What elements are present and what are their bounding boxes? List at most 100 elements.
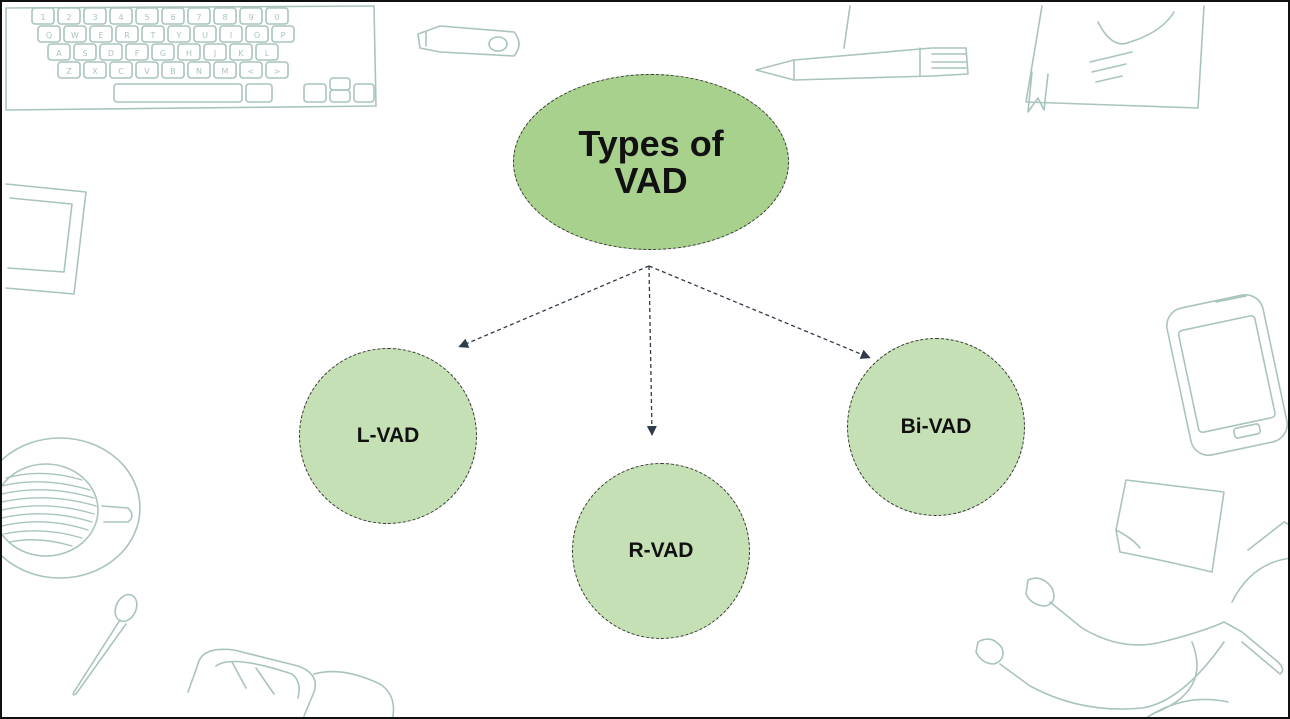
keyboard-key [47, 43, 71, 61]
notebook-icon [843, 5, 1205, 113]
keyboard-key-label: K [238, 49, 244, 58]
node-l-vad-label: L-VAD [356, 424, 420, 447]
keyboard-key [83, 7, 107, 25]
keyboard-key [213, 7, 237, 25]
keyboard-key [161, 61, 185, 79]
keyboard-key-label: B [170, 67, 176, 76]
node-r-vad-label: R-VAD [628, 539, 694, 562]
keyboard-key [135, 7, 159, 25]
phone-icon [1166, 294, 1288, 456]
keyboard-key [125, 43, 149, 61]
keyboard-key-label: D [108, 49, 114, 58]
keyboard-key-label: N [196, 67, 202, 76]
connector-to-bi-vad [648, 265, 871, 359]
keyboard-key-label: 1 [40, 13, 45, 22]
keyboard-key [271, 25, 295, 43]
spoon-icon [72, 593, 138, 696]
keyboard-key [177, 43, 201, 61]
keyboard-key [57, 61, 81, 79]
keyboard-key-label: 4 [118, 13, 123, 22]
keyboard-key [83, 61, 107, 79]
keyboard-key-label: T [150, 31, 156, 40]
keyboard-key-label: P [281, 31, 286, 40]
keyboard-key-label: 6 [170, 13, 175, 22]
keyboard-key-label: L [265, 49, 270, 58]
keyboard-key [141, 25, 165, 43]
keyboard-key [239, 61, 263, 79]
keyboard-key-label: Y [176, 31, 182, 40]
keyboard-key [255, 43, 279, 61]
keyboard-key-label: I [230, 31, 232, 40]
keyboard-key [265, 61, 289, 79]
keyboard-key [219, 25, 243, 43]
earphones-icon [975, 521, 1288, 717]
keyboard-key-label: Z [66, 67, 72, 76]
keyboard-key-label: 2 [66, 13, 71, 22]
sticky-note-icon [1115, 479, 1225, 573]
keyboard-key-label: U [202, 31, 208, 40]
node-bi-vad: Bi-VAD [847, 338, 1025, 516]
keyboard-key-label: S [82, 49, 87, 58]
keyboard-key-label: C [118, 67, 124, 76]
keyboard-key-label: 3 [92, 13, 97, 22]
keyboard-key-label: < [248, 67, 255, 76]
keyboard-key-label: E [98, 31, 103, 40]
keyboard-key [265, 7, 289, 25]
keyboard-key-label: 5 [144, 13, 149, 22]
keyboard-key [109, 61, 133, 79]
root-node-types-of-vad: Types of VAD [513, 74, 789, 250]
keyboard-key [187, 7, 211, 25]
keyboard-key [239, 7, 263, 25]
keyboard-key [89, 25, 113, 43]
root-node-label: Types of VAD [578, 123, 724, 201]
keyboard-key [109, 7, 133, 25]
keyboard-key [57, 7, 81, 25]
node-bi-vad-label: Bi-VAD [900, 415, 972, 438]
keyboard-key [37, 25, 61, 43]
node-r-vad: R-VAD [572, 463, 750, 639]
tablet-icon [5, 183, 87, 295]
usb-drive-icon [417, 25, 520, 57]
keyboard-key [151, 43, 175, 61]
keyboard-key-label: M [222, 67, 229, 76]
keyboard-key-label: G [160, 49, 166, 58]
connector-to-r-vad [646, 265, 657, 436]
keyboard-key [31, 7, 55, 25]
keyboard-key-label: 0 [274, 13, 279, 22]
keyboard-key-label: H [186, 49, 192, 58]
keyboard-key-label: 8 [222, 13, 227, 22]
pen-icon [755, 47, 969, 81]
keyboard-key-label: R [124, 31, 130, 40]
keyboard-key [161, 7, 185, 25]
keyboard-key [187, 61, 211, 79]
keyboard-key [167, 25, 191, 43]
keyboard-key [115, 25, 139, 43]
keyboard-key [99, 43, 123, 61]
keyboard-key-label: F [135, 49, 140, 58]
keyboard-key [245, 25, 269, 43]
glasses-icon [187, 648, 395, 717]
keyboard-key-label: V [144, 67, 150, 76]
keyboard-key [213, 61, 237, 79]
keyboard-key-label: A [56, 49, 62, 58]
keyboard-key-label: W [71, 31, 79, 40]
keyboard-key-label: X [92, 67, 98, 76]
keyboard-key [229, 43, 253, 61]
keyboard-key [135, 61, 159, 79]
keyboard-key-label: > [274, 67, 281, 76]
keyboard-key [193, 25, 217, 43]
coffee-cup-icon [2, 437, 141, 579]
connector-to-l-vad [458, 265, 650, 348]
keyboard-key [73, 43, 97, 61]
keyboard-key [203, 43, 227, 61]
keyboard-key-label: 9 [248, 13, 253, 22]
keyboard-key-label: Q [46, 31, 52, 40]
keyboard-key-label: J [213, 49, 216, 58]
node-l-vad: L-VAD [299, 348, 477, 524]
keyboard-key-label: O [254, 31, 260, 40]
keyboard-key [63, 25, 87, 43]
